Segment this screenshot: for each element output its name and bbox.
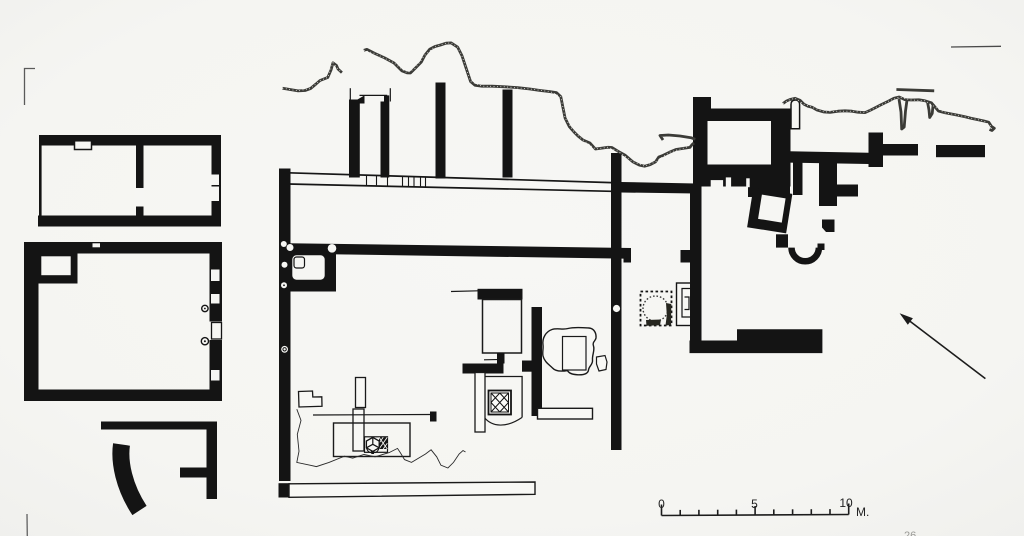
svg-text:26: 26 [904,530,916,536]
svg-text:10: 10 [839,496,853,510]
svg-text:0: 0 [658,497,665,511]
svg-text:M.: M. [856,505,869,519]
svg-text:5: 5 [751,497,758,511]
